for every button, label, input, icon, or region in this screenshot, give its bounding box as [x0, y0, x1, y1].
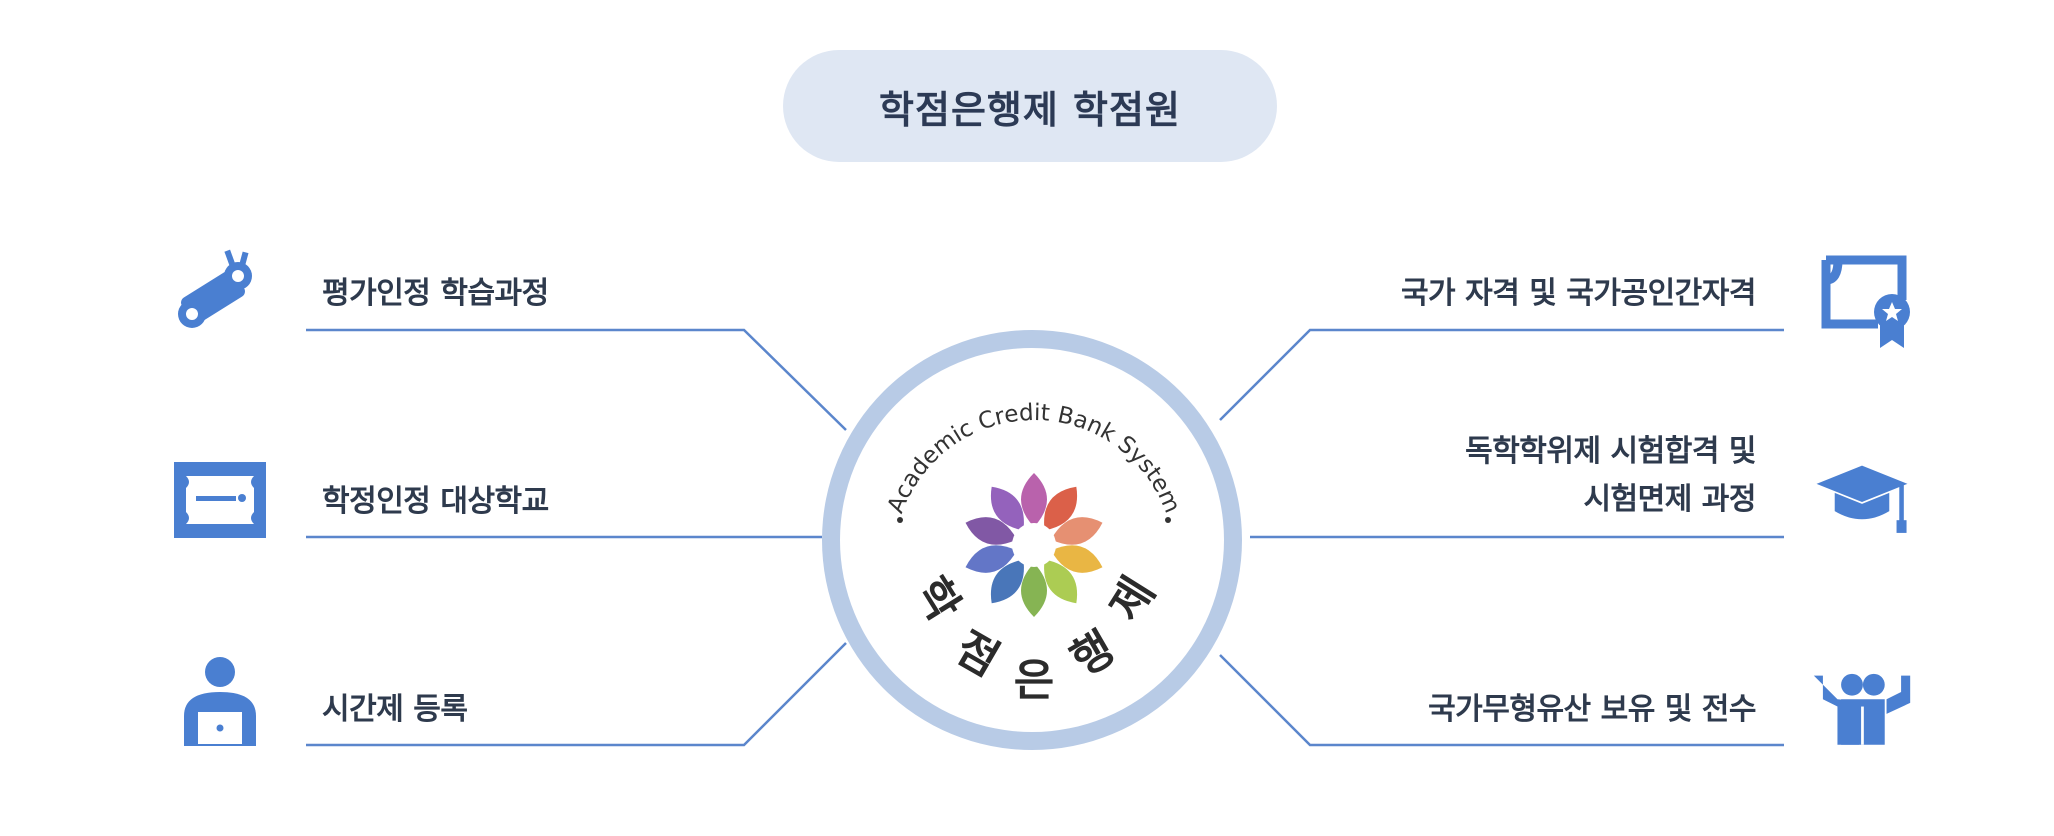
person-laptop-icon [184, 657, 256, 746]
flower-petal [1021, 473, 1047, 527]
flower-petal [1021, 563, 1047, 617]
flower-petal [1051, 517, 1103, 545]
label-right-2: 독학학위제 시험합격 및 시험면제 과정 [1465, 428, 1756, 524]
flower-petal [1051, 545, 1103, 573]
flower-petal [990, 486, 1024, 531]
connector-right-3 [1219, 654, 1784, 747]
emblem-flower [965, 473, 1103, 617]
diploma-scroll-icon [178, 249, 252, 328]
group-people-icon [1813, 673, 1911, 745]
label-right-2-line1: 독학학위제 시험합격 및 [1465, 434, 1756, 469]
flower-petal [1044, 559, 1078, 604]
flower-petal [1044, 486, 1078, 531]
emblem-char-3: 은 [1014, 655, 1054, 706]
label-left-2: 학정인정 대상학교 [322, 484, 549, 519]
license-badge-icon [1821, 255, 1910, 348]
label-right-1: 국가 자격 및 국가공인간자격 [1400, 276, 1757, 311]
flower-petal [990, 559, 1024, 604]
connector-right-1 [1219, 328, 1784, 421]
connector-left-1 [306, 328, 847, 431]
label-left-1: 평가인정 학습과정 [322, 276, 549, 311]
emblem-svg: Academic Credit Bank System 학 점 은 행 제 [822, 330, 1242, 750]
graduation-cap-icon [1816, 465, 1908, 533]
connector-left-3 [306, 642, 847, 747]
certificate-frame-icon [174, 462, 266, 538]
flower-petal [965, 545, 1017, 573]
page-title: 학점은행제 학점원 [783, 50, 1277, 162]
label-right-3: 국가무형유산 보유 및 전수 [1428, 692, 1756, 727]
label-left-3: 시간제 등록 [322, 692, 468, 727]
center-emblem: Academic Credit Bank System 학 점 은 행 제 [812, 320, 1252, 760]
flower-petal [965, 517, 1017, 545]
label-right-2-line2: 시험면제 과정 [1583, 482, 1756, 517]
